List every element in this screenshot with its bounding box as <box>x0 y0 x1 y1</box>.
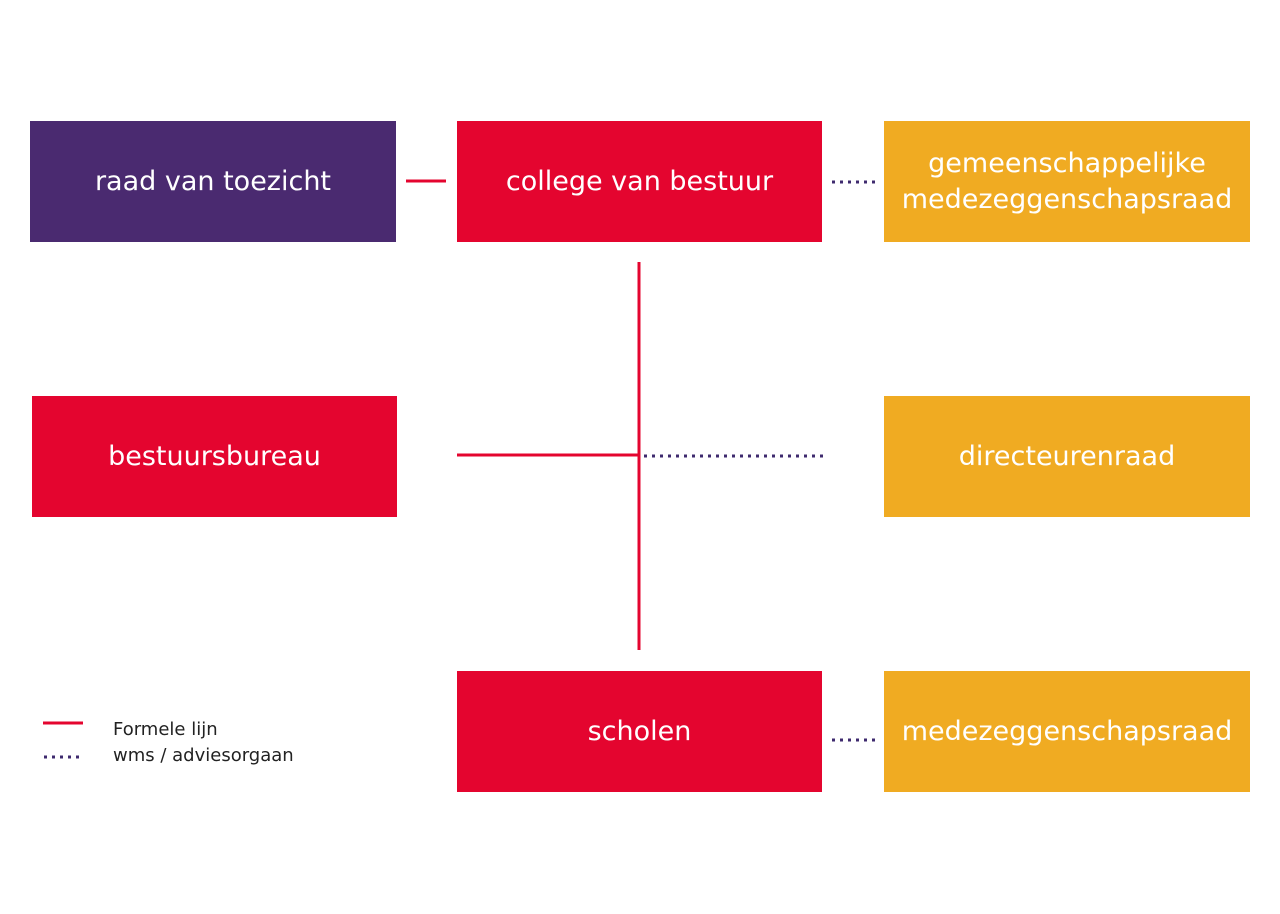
medezeggenschapsraad-label: medezeggenschapsraad <box>901 715 1233 747</box>
college-van-bestuur-label: college van bestuur <box>505 165 774 197</box>
bestuursbureau-box: bestuursbureau <box>32 396 397 517</box>
gemeenschappelijke-medezeggenschapsraad-box: gemeenschappelijke medezeggenschapsraad <box>884 121 1250 242</box>
legend-advisory-label: wms / adviesorgaan <box>113 745 294 766</box>
raad-van-toezicht-box: raad van toezicht <box>30 121 396 242</box>
legend-formal-label: Formele lijn <box>113 719 218 740</box>
raad-van-toezicht-label: raad van toezicht <box>94 165 332 197</box>
medezeggenschapsraad-box: medezeggenschapsraad <box>884 671 1250 792</box>
gmr-label-line1: gemeenschappelijke <box>928 147 1206 179</box>
college-van-bestuur-box: college van bestuur <box>457 121 822 242</box>
scholen-label: scholen <box>587 715 692 747</box>
bestuursbureau-label: bestuursbureau <box>108 440 321 472</box>
directeurenraad-label: directeurenraad <box>958 440 1176 472</box>
scholen-box: scholen <box>457 671 822 792</box>
gmr-label-line2: medezeggenschapsraad <box>901 183 1233 215</box>
directeurenraad-box: directeurenraad <box>884 396 1250 517</box>
